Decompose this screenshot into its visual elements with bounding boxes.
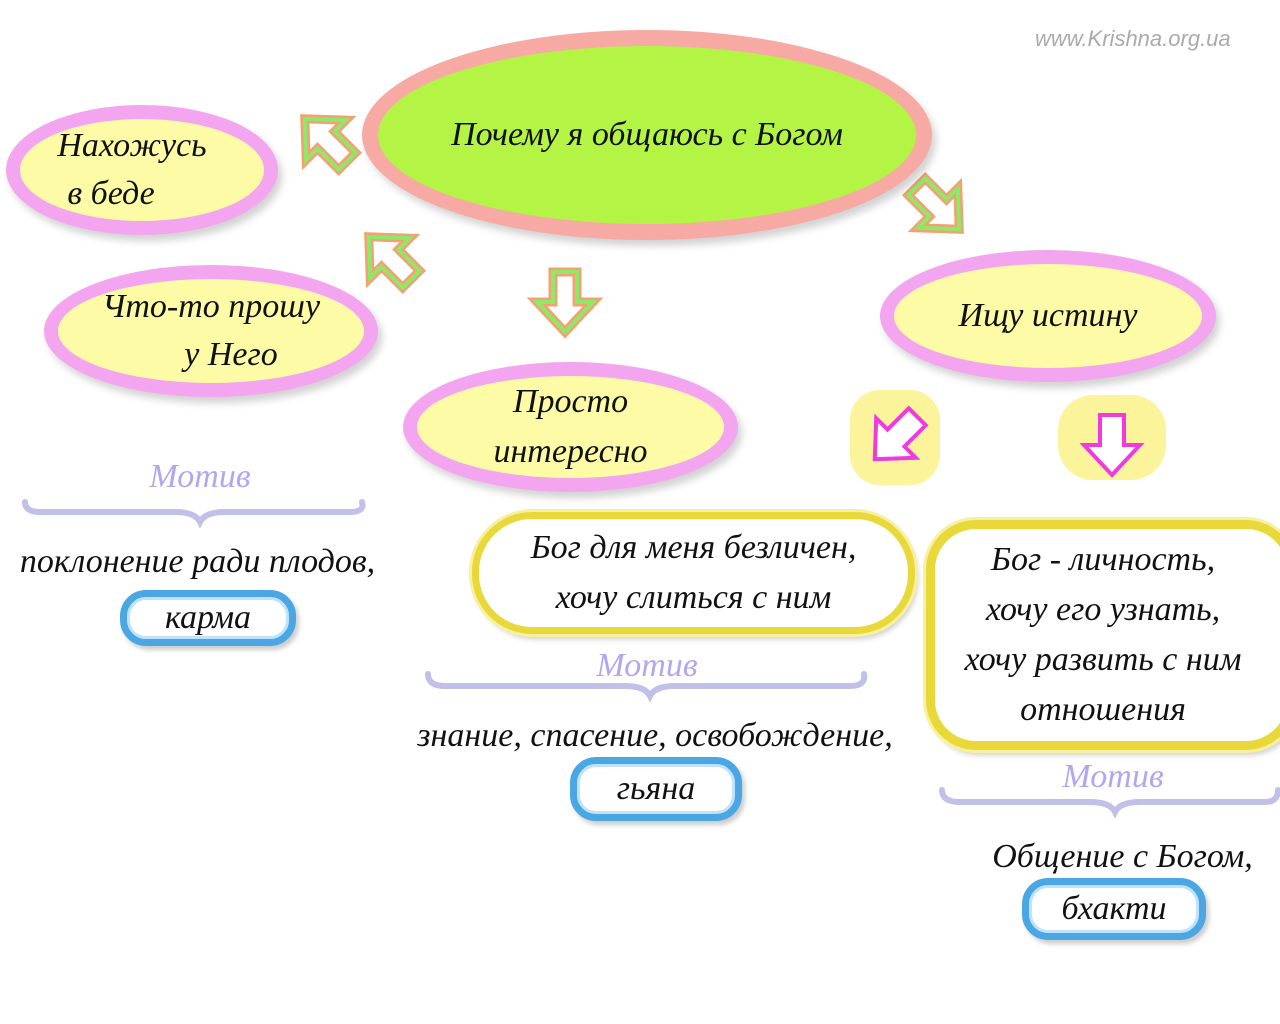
statement-text: хочу его узнать, <box>985 591 1221 628</box>
path-text: карма <box>164 599 252 636</box>
reason-text: Нахожусь <box>57 127 207 164</box>
main-question-node: Почему я общаюсь с Богом <box>362 30 932 240</box>
statement-text: Бог - личность, <box>990 541 1216 578</box>
reason-text: Ищу истину <box>958 297 1138 334</box>
reason-text: интересно <box>493 433 648 470</box>
statement-text: отношения <box>1020 691 1186 728</box>
statement-personal: Бог - личность, хочу его узнать, хочу ра… <box>926 520 1280 750</box>
reason-node-interest: Просто интересно <box>403 362 738 492</box>
reason-text: Просто <box>512 383 629 420</box>
main-question-text: Почему я общаюсь с Богом <box>451 116 843 153</box>
arrow-icon <box>349 217 431 299</box>
reason-text: в беде <box>67 175 155 212</box>
motive-description: поклонение ради плодов, <box>19 543 376 580</box>
statement-text: хочу слиться с ним <box>555 579 832 616</box>
path-badge-jnana: гьяна <box>570 757 742 821</box>
motiv-label: Мотив <box>149 458 251 495</box>
watermark: www.Krishna.org.ua <box>1035 26 1231 51</box>
reason-node-ask: Что-то прошу у Него <box>44 265 378 397</box>
path-text: бхакти <box>1061 890 1167 927</box>
statement-impersonal: Бог для меня безличен, хочу слиться с ни… <box>472 512 915 634</box>
motiv-label: Мотив <box>1062 758 1164 795</box>
path-badge-bhakti: бхакти <box>1022 878 1206 940</box>
motive-description: Общение с Богом, <box>992 838 1253 875</box>
reason-text: у Него <box>184 336 278 373</box>
path-text: гьяна <box>616 770 696 807</box>
statement-text: хочу развить с ним <box>964 641 1242 678</box>
motiv-label: Мотив <box>596 647 698 684</box>
motive-description: знание, спасение, освобождение, <box>417 717 893 754</box>
arrow-icon <box>897 167 979 249</box>
reason-node-truth: Ищу истину <box>880 250 1216 382</box>
reason-node-trouble: Нахожусь в беде <box>6 105 278 235</box>
statement-text: Бог для меня безличен, <box>530 529 857 566</box>
path-badge-karma: карма <box>120 590 296 646</box>
arrow-icon <box>285 99 367 181</box>
reason-text: Что-то прошу <box>101 288 321 325</box>
brace-icon <box>22 499 1280 819</box>
